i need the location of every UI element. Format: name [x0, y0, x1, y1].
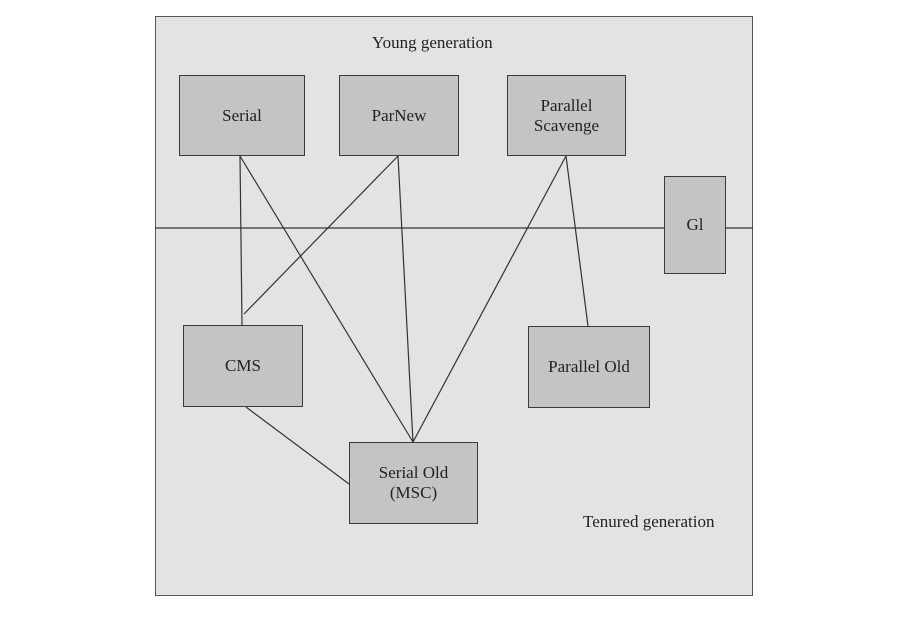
g1-collector-box: Gl [664, 176, 726, 274]
connection-parallel-scavenge-to-serial-old [412, 155, 567, 443]
connection-parallel-scavenge-to-parallel-old [565, 155, 589, 327]
connection-serial-to-serial-old [239, 155, 414, 443]
connection-lines [239, 155, 589, 485]
tenured-generation-label: Tenured generation [583, 512, 715, 531]
connection-cms-to-serial-old [245, 406, 350, 485]
parallel-old-collector-box: Parallel Old [528, 326, 650, 408]
cms-collector-box: CMS [183, 325, 303, 407]
parnew-collector-box: ParNew [339, 75, 459, 156]
parallel-scavenge-collector-box: Parallel Scavenge [507, 75, 626, 156]
serial-old-collector-box: Serial Old (MSC) [349, 442, 478, 524]
connection-parnew-to-serial-old [397, 155, 414, 443]
serial-collector-box: Serial [179, 75, 305, 156]
connection-serial-to-cms [239, 155, 243, 326]
connection-parnew-to-cms [243, 155, 399, 315]
young-generation-label: Young generation [372, 33, 493, 52]
